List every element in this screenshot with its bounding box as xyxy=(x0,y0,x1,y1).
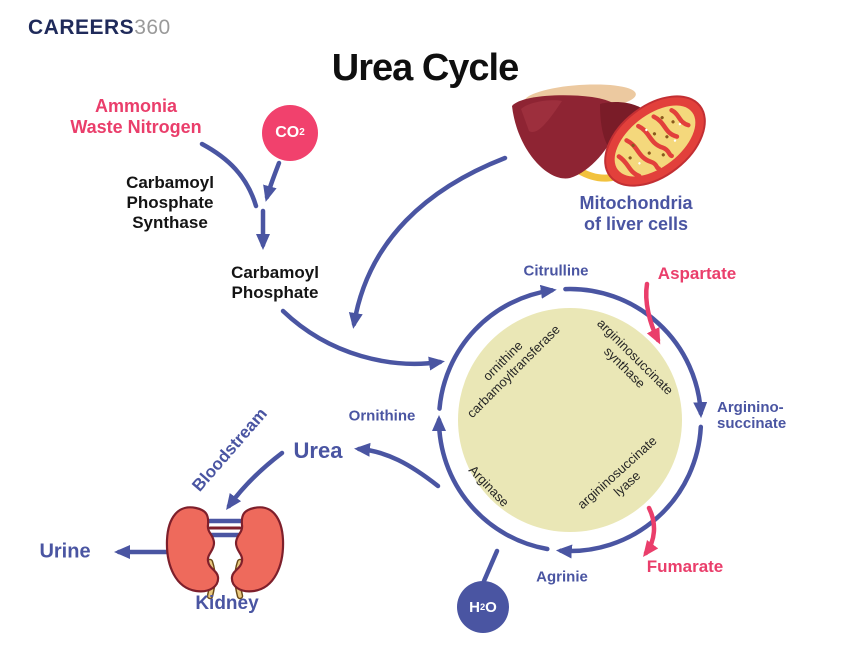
carbamoyl-phosphate-synthase-label: Carbamoyl Phosphate Synthase xyxy=(126,173,214,232)
kidney-right xyxy=(230,506,285,593)
ring-arc-topleft xyxy=(437,284,557,411)
logo-suffix: 360 xyxy=(134,16,171,39)
arrow-ammonia-down xyxy=(199,141,259,209)
cycle-ring xyxy=(432,284,708,559)
liver-lobe-highlight xyxy=(521,100,562,133)
kidney-vessels xyxy=(207,518,243,538)
carbamoyl-phosphate-label: Carbamoyl Phosphate xyxy=(231,263,319,302)
arrow-cycle-to-urea xyxy=(354,442,441,489)
aspartate-label: Aspartate xyxy=(657,264,737,283)
line-h2o-to-cycle xyxy=(481,548,500,584)
mito-dots xyxy=(638,122,682,165)
mito-cristae xyxy=(616,108,691,179)
urea-label: Urea xyxy=(293,438,343,463)
arrow-fumarate-out xyxy=(643,505,659,558)
ring-arc-bottomleft xyxy=(432,415,550,552)
ring-arc-bottomright xyxy=(555,424,704,559)
urine-label: Urine xyxy=(39,540,91,563)
page-title: Urea Cycle xyxy=(331,47,519,89)
kidney-illustration xyxy=(165,506,285,600)
logo-brand: CAREERS xyxy=(28,16,135,39)
flow-arrows-pink xyxy=(643,281,661,558)
cycle-disc xyxy=(458,308,682,532)
kidney-left xyxy=(165,506,220,593)
mitochondria-label: Mitochondria of liver cells xyxy=(579,193,693,234)
arrow-liver-to-cycle xyxy=(348,155,508,329)
ornithine-label: Ornithine xyxy=(348,407,416,425)
arrow-aspartate-in xyxy=(644,281,661,345)
flow-arrows-blue xyxy=(114,141,508,584)
ammonia-label: Ammonia Waste Nitrogen xyxy=(70,96,202,137)
mitochondria-illustration xyxy=(604,95,706,187)
kidney-label: Kidney xyxy=(195,593,259,614)
arrow-urea-to-kidney xyxy=(226,450,285,511)
citrulline-label: Citrulline xyxy=(523,262,589,280)
argininosuccinate-label: Arginino- succinate xyxy=(717,399,787,432)
ring-arc-topright xyxy=(563,286,708,419)
arrow-co2-down xyxy=(263,160,282,202)
agrinie-label: Agrinie xyxy=(536,568,588,586)
careers360-logo: CAREERS360 xyxy=(28,16,171,40)
mito-granules xyxy=(628,116,675,160)
liver-illustration xyxy=(512,84,706,187)
fumarate-label: Fumarate xyxy=(646,557,724,576)
arrow-cp-to-cycle xyxy=(280,308,445,371)
